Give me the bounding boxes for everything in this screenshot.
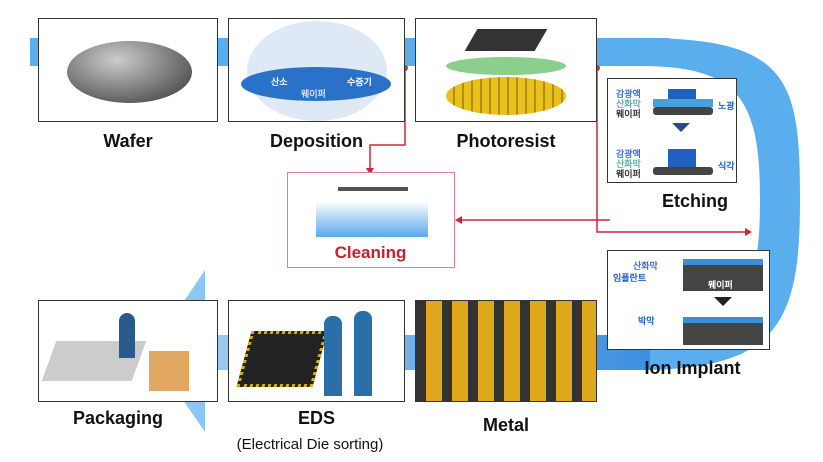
wafer-label: Wafer — [103, 131, 153, 151]
photoresist-image — [415, 18, 597, 122]
metal-label: Metal — [482, 415, 529, 435]
ion-implant-image: 산화막 임플란트 웨이퍼 박막 — [607, 250, 770, 350]
packaging-image — [38, 300, 218, 402]
etching-image: 감광액 산화막 웨이퍼 노광 감광액 산화막 웨이퍼 식각 — [607, 78, 737, 183]
cleaning-image: Cleaning — [287, 172, 455, 268]
ion-implant-label: Ion Implant — [644, 358, 741, 378]
metal-image — [415, 300, 597, 402]
packaging-label: Packaging — [72, 408, 164, 428]
etching-label: Etching — [662, 191, 728, 211]
deposition-label: Deposition — [270, 131, 363, 151]
cleaning-label: Cleaning — [334, 243, 407, 262]
eds-sublabel: (Electrical Die sorting) — [236, 436, 384, 453]
wafer-image — [38, 18, 218, 122]
deposition-image: 산소 수증기 웨이퍼 — [228, 18, 405, 122]
photoresist-label: Photoresist — [456, 131, 556, 151]
eds-image — [228, 300, 405, 402]
eds-label: EDS — [297, 408, 335, 428]
